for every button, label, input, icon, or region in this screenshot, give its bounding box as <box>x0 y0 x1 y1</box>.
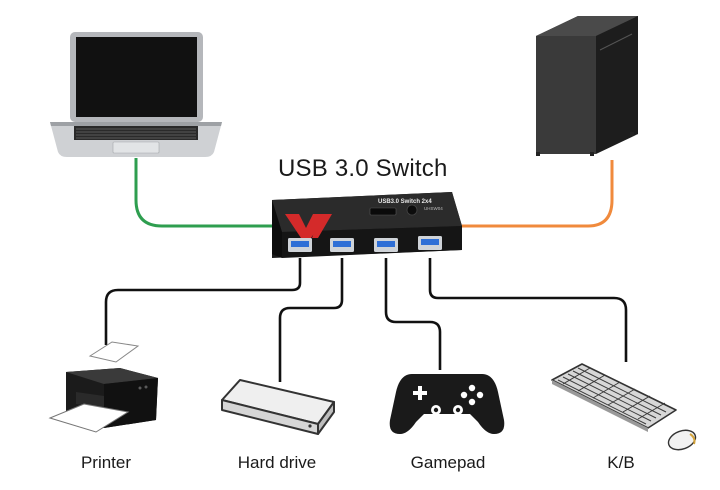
switch-logo <box>285 214 332 238</box>
printer-icon <box>48 341 158 433</box>
device-label-keyboard: K/B <box>607 453 635 472</box>
gamepad-cable <box>384 258 442 370</box>
switch-select-button <box>406 204 418 216</box>
device-label-gamepad: Gamepad <box>410 453 486 472</box>
device-label-printer: Printer <box>80 453 132 472</box>
hard-drive-cable <box>278 258 344 382</box>
usb-ports <box>288 236 442 252</box>
keyboard-icon <box>551 363 677 432</box>
switch-model-text: USB3.0 Switch 2x4 <box>378 199 432 205</box>
usb-switch: USB3.0 Switch 2x4 UHSW04 <box>272 192 462 258</box>
laptop-cable <box>134 158 272 228</box>
host-cables <box>134 158 614 228</box>
switch-model-subtext: UHSW04 <box>424 206 443 211</box>
laptop-icon <box>50 32 222 157</box>
desktop-tower-icon <box>536 16 638 156</box>
pc-cable <box>455 160 614 228</box>
keyboard-cable <box>428 258 628 362</box>
mouse-icon <box>667 429 697 451</box>
switch-led-indicator <box>369 207 397 216</box>
hard-drive-icon <box>221 379 335 435</box>
diagram-title: USB 3.0 Switch <box>278 155 448 182</box>
gamepad-icon <box>389 374 505 434</box>
device-cables <box>104 258 628 382</box>
device-label-hard-drive: Hard drive <box>237 453 317 472</box>
printer-cable <box>104 258 302 345</box>
